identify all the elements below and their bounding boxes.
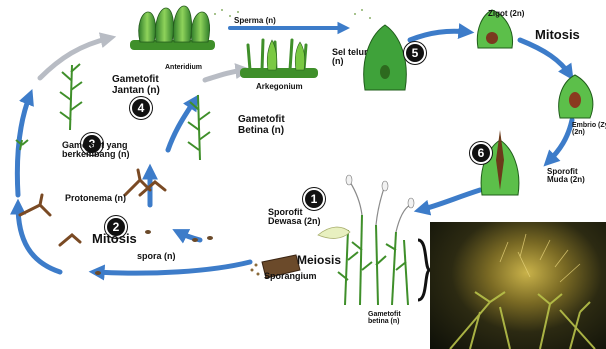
arrow-fertilization-to-zigot — [410, 31, 468, 40]
label-sel-telur: Sel telur (n) — [332, 48, 368, 67]
arkegonium-illustration — [240, 40, 318, 78]
step-badge-1: 1 — [303, 188, 325, 210]
label-sporangium: Sporangium — [264, 272, 317, 281]
label-meiosis: Meiosis — [297, 254, 341, 267]
arrow-embrio-to-sporofit-muda — [548, 120, 572, 162]
bracket-gametofit — [418, 240, 430, 300]
label-embrio: Embrio (Zygo (2n) — [572, 122, 606, 137]
label-mitosis-top: Mitosis — [535, 28, 580, 42]
fertilization-illustration — [364, 25, 407, 90]
step-badge-5: 5 — [404, 42, 426, 64]
sporofit-muda-illustration — [481, 130, 519, 195]
label-gametofit-berkembang: Gametofit yang berkembang (n) — [62, 141, 130, 160]
shoot-left — [60, 64, 82, 130]
label-spora: spora (n) — [137, 252, 176, 261]
label-mitosis-left: Mitosis — [92, 232, 137, 246]
label-zigot: Zigot (2n) — [488, 10, 524, 18]
label-sporofit-muda: Sporofit Muda (2n) — [547, 168, 585, 185]
arrow-zigot-to-mitosis — [520, 40, 570, 75]
arrow-muda-to-dewasa — [420, 190, 480, 210]
arrow-sporangium-to-spora — [95, 262, 250, 273]
arrow-spora-to-protonema — [18, 205, 60, 272]
arrow-to-arkegonium — [205, 70, 245, 80]
label-arkegonium: Arkegonium — [256, 83, 303, 91]
step-badge-6: 6 — [470, 142, 492, 164]
sporofit-dewasa-illustration — [338, 175, 430, 305]
label-gametofit-betina: Gametofit Betina (n) — [238, 115, 285, 136]
step-badge-4: 4 — [130, 97, 152, 119]
arrow-leaf-icon — [318, 227, 350, 238]
label-anteridium: Anteridium — [165, 64, 202, 71]
arrow-left-up — [17, 95, 30, 195]
moss-photo — [430, 222, 606, 349]
embrio-illustration — [559, 75, 593, 118]
arrow-to-top-left — [40, 38, 110, 78]
label-gametofit-betina-bottom: Gametofit betina (n) — [368, 311, 401, 326]
label-sporofit-dewasa: Sporofit Dewasa (2n) — [268, 208, 321, 227]
label-protonema: Protonema (n) — [65, 194, 126, 203]
label-gametofit-jantan: Gametofit Jantan (n) — [112, 75, 160, 96]
label-sperma: Sperma (n) — [234, 17, 276, 25]
